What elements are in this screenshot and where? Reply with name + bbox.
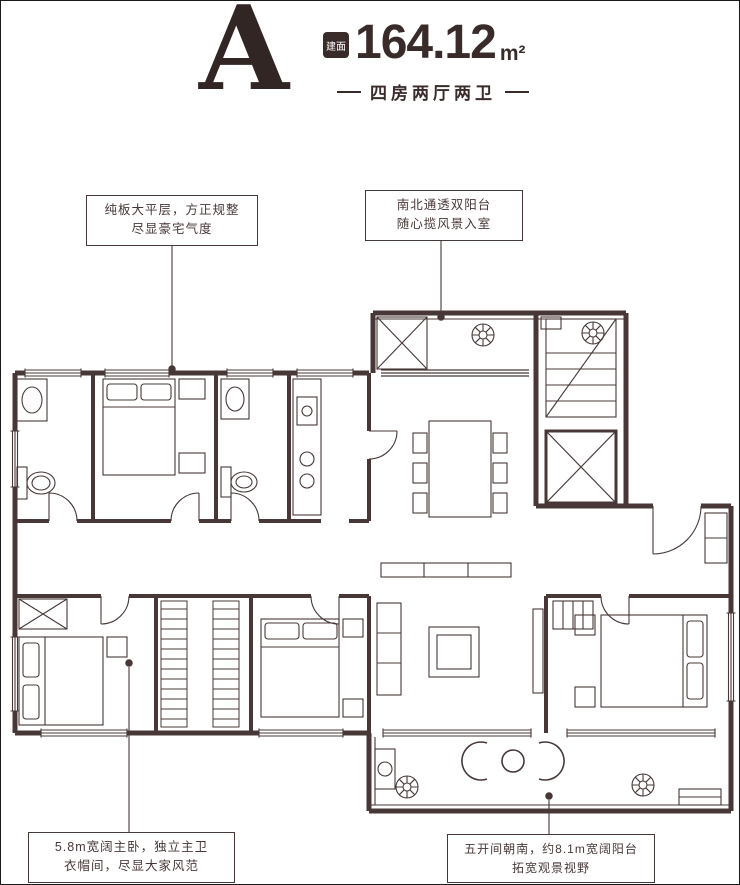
balcony-chair-icon xyxy=(461,741,488,781)
elevator-icon xyxy=(544,429,618,505)
callout-line: 5.8m宽阔主卧，独立主卫 xyxy=(54,840,209,854)
master-bath-fixtures xyxy=(16,378,56,500)
entry-door xyxy=(652,505,702,555)
lower-middle-bedroom-furniture xyxy=(260,618,364,718)
sink-icon xyxy=(16,378,48,422)
callout-bottom-left: 5.8m宽阔主卧，独立主卫 衣帽间，尽显大家风范 xyxy=(28,832,235,883)
balcony-table-icon xyxy=(501,749,525,773)
leader-dot-bottom-left xyxy=(125,659,133,667)
bed-icon xyxy=(102,378,176,476)
washer-icon xyxy=(374,748,396,790)
bed-icon xyxy=(18,636,104,726)
balcony-chair-icon xyxy=(538,741,565,781)
windows xyxy=(10,318,736,806)
area-unit: m² xyxy=(499,42,526,65)
sink-icon xyxy=(220,378,250,420)
subtitle-dash-right xyxy=(505,90,529,93)
upper-bedroom-furniture xyxy=(102,378,206,476)
lower-balcony-items xyxy=(374,741,722,806)
subtitle-row: 四房两厅两卫 xyxy=(315,79,551,104)
entry-cabinet xyxy=(704,512,728,564)
equipment-platform xyxy=(376,316,428,370)
area-row: 164.12 m² xyxy=(355,19,525,67)
callout-top-left: 纯板大平层，方正规整 尽显豪宅气度 xyxy=(86,195,258,246)
callout-bottom-right: 五开间朝南，约8.1m宽阔阳台 拓宽观景视野 xyxy=(447,834,655,884)
interior-walls xyxy=(15,373,731,733)
nightstand-icon xyxy=(574,614,596,636)
plant-icon xyxy=(631,773,655,797)
callout-line: 五开间朝南，约8.1m宽阔阳台 xyxy=(464,842,638,856)
bed-icon xyxy=(600,614,708,708)
coffee-table-icon xyxy=(428,626,480,678)
kitchen-counter xyxy=(292,378,322,516)
nightstand-icon xyxy=(178,378,206,400)
chair-icon xyxy=(492,432,508,454)
leader-dot-bottom-right xyxy=(545,792,553,800)
nightstand-icon xyxy=(342,618,364,638)
lower-right-bedroom-furniture xyxy=(552,600,708,708)
nightstand-icon xyxy=(574,686,596,708)
lower-left-bedroom-furniture xyxy=(18,598,128,726)
stove-icon xyxy=(299,473,315,489)
callout-line: 尽显豪宅气度 xyxy=(131,222,213,237)
wardrobe-icon xyxy=(18,598,68,630)
bed-icon xyxy=(260,618,340,718)
sideboard-icon xyxy=(380,562,512,578)
stove-icon xyxy=(299,451,315,467)
doors xyxy=(48,430,702,625)
tv-cabinet-icon xyxy=(532,608,544,694)
chair-icon xyxy=(492,462,508,484)
plant-icon xyxy=(471,323,495,347)
chair-icon xyxy=(412,462,428,484)
callout-line: 南北通透双阳台 xyxy=(396,198,492,212)
nightstand-icon xyxy=(106,636,128,658)
plant-icon xyxy=(581,321,605,345)
subtitle: 四房两厅两卫 xyxy=(370,84,496,103)
upper-balcony-items xyxy=(376,316,428,370)
chair-icon xyxy=(412,492,428,514)
subtitle-dash-left xyxy=(337,90,361,93)
kitchen-sink-icon xyxy=(296,396,318,426)
chair-icon xyxy=(412,432,428,454)
living-room-furniture xyxy=(376,562,544,696)
nightstand-icon xyxy=(342,698,364,718)
dining-table xyxy=(428,420,492,518)
second-bath-fixtures xyxy=(220,378,258,498)
callout-line: 纯板大平层，方正规整 xyxy=(104,203,240,217)
chair-icon xyxy=(492,492,508,514)
callout-line: 随心揽风景入室 xyxy=(396,217,492,232)
stairs-icon xyxy=(540,316,617,418)
callout-line: 拓宽观景视野 xyxy=(511,860,590,875)
sofa-icon xyxy=(376,602,402,696)
walkin-closet-hatch xyxy=(160,600,240,728)
dining-table-set xyxy=(412,420,508,518)
callout-top-right: 南北通透双阳台 随心揽风景入室 xyxy=(365,190,523,241)
area-badge-icon: 建面 xyxy=(323,32,349,58)
area-value: 164.12 xyxy=(355,16,497,69)
leader-lines xyxy=(125,234,553,834)
plan-letter: A xyxy=(199,0,290,117)
plant-icon xyxy=(395,775,419,799)
nightstand-icon xyxy=(178,452,206,474)
callout-line: 衣帽间，尽显大家风范 xyxy=(63,859,199,874)
toilet-icon xyxy=(220,466,232,498)
